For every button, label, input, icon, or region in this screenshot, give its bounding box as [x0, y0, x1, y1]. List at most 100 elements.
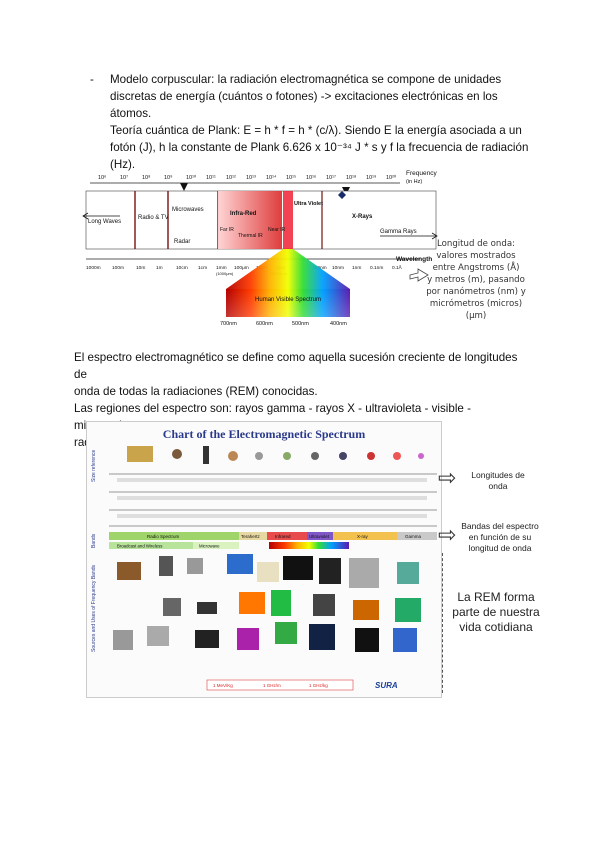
right-arrow-icon: ⇨	[438, 522, 457, 547]
freq-tick: 10⁸	[142, 174, 150, 181]
paragraph-line: Modelo corpuscular: la radiación electro…	[110, 73, 502, 86]
thermal-image-icon	[283, 556, 313, 580]
region-label: Radar	[174, 239, 190, 245]
em-spectrum-diagram: 10⁶ 10⁷ 10⁸ 10⁹ 10¹⁰ 10¹¹ 10¹² 10¹³ 10¹⁴…	[80, 163, 540, 333]
band-xray	[333, 532, 397, 540]
wireless-router-icon	[197, 602, 217, 614]
chart-poster-svg: Chart of the Electromagnetic Spectrum Si…	[91, 427, 437, 691]
note-line: micrómetros (micros)	[429, 299, 523, 309]
cellphone-icon	[159, 556, 173, 576]
freq-tick: 10²⁰	[386, 174, 397, 181]
band-label: Microwave	[199, 544, 220, 549]
frequency-label: Frequency	[406, 170, 437, 177]
region-label: Radio & TV	[138, 215, 169, 221]
left-label: Sources and Uses of Frequency Bands	[91, 565, 97, 652]
band-broadcast	[109, 542, 193, 549]
brain-scan-icon	[393, 628, 417, 652]
freq-tick: 10¹⁸	[346, 174, 356, 181]
freq-tick: 10⁹	[164, 174, 172, 181]
tv-icon	[163, 598, 181, 616]
band-label: Ultraviolet	[309, 534, 330, 539]
left-label: Size reference	[91, 450, 97, 482]
molecule-icon	[367, 452, 375, 460]
astronomy-icon	[275, 622, 297, 644]
football-field-icon	[127, 446, 153, 462]
region-label: Ultra Violet	[294, 201, 323, 207]
paragraph-line: (Hz).	[110, 158, 136, 171]
band-infrared	[267, 532, 307, 540]
region-label: Near IR	[268, 227, 286, 233]
annotation-bands: Bandas del espectro en función de su lon…	[461, 521, 539, 553]
visible-tick: 500nm	[292, 321, 309, 327]
radio-icon	[117, 562, 141, 580]
wavelength-tick: 100m	[112, 265, 124, 271]
left-label: Bands	[91, 533, 97, 548]
sura-logo: SURA	[375, 681, 398, 690]
freq-tick: 10¹¹	[206, 175, 216, 181]
bullet-dash: -	[90, 73, 94, 86]
wavelength-tick: 100μm	[234, 265, 249, 271]
corpuscular-model-paragraph: Modelo corpuscular: la radiación electro…	[110, 71, 530, 173]
mri-icon	[113, 630, 133, 650]
protein-icon	[339, 452, 347, 460]
right-arrow-icon	[431, 232, 438, 240]
paragraph-line: fotón (J), h la constante de Plank 6.626…	[110, 141, 529, 154]
freq-tick: 10¹⁷	[326, 174, 336, 181]
wavelength-tick: 10cm	[176, 265, 188, 271]
band-visible	[269, 542, 349, 549]
region-label: Infra-Red	[230, 211, 257, 217]
band-label: Radio Spectrum	[147, 534, 180, 539]
wavelength-tick: 1mm	[216, 265, 227, 271]
annotation-bracket	[432, 553, 443, 693]
note-line: por nanómetros (nm) y	[426, 287, 526, 297]
satellite-dish-icon	[187, 558, 203, 574]
dental-xray-icon	[313, 594, 335, 616]
virus-icon	[311, 452, 319, 460]
paragraph-line: El espectro electromagnético se define c…	[74, 351, 518, 381]
legend-item: 1 MeV/Kg	[213, 683, 233, 688]
frequency-unit: (in Hz)	[406, 179, 422, 185]
note-line: y metros (m), pasando	[427, 275, 525, 285]
visible-tick: 400nm	[330, 321, 347, 327]
note-line: valores mostrados	[436, 251, 516, 261]
crystallography-icon	[353, 600, 379, 620]
remote-icon	[271, 590, 291, 616]
wavelength-tick: 1m	[156, 265, 163, 271]
night-vision-icon	[237, 628, 259, 650]
em-spectrum-svg: 10⁶ 10⁷ 10⁸ 10⁹ 10¹⁰ 10¹¹ 10¹² 10¹³ 10¹⁴…	[82, 170, 438, 327]
sun-uv-icon	[309, 624, 335, 650]
wavelength-tick: 10m	[136, 265, 145, 271]
wavelength-tick: 10nm	[332, 265, 344, 271]
region-label: Thermal IR	[238, 233, 263, 239]
right-arrow-icon: ⇨	[438, 465, 457, 490]
wavelength-tick: 0.1nm	[370, 265, 383, 271]
chart-title: Chart of the Electromagnetic Spectrum	[163, 427, 365, 441]
band-microwave	[193, 542, 239, 549]
paragraph-line: Teoría cuántica de Plank: E = h * f = h …	[110, 124, 522, 137]
crab-nebula-icon	[355, 628, 379, 652]
freq-tick: 10¹⁵	[286, 174, 296, 181]
xray-image-icon	[349, 558, 379, 588]
wavelength-tick: 0.1Å	[392, 264, 403, 271]
freq-tick: 10¹⁴	[266, 174, 277, 181]
person-icon	[203, 446, 209, 464]
ultrasound-icon	[147, 626, 169, 646]
pointer-arrow-icon	[409, 268, 429, 282]
wavelength-tick: 1cm	[198, 265, 207, 271]
band-label: Gamma	[405, 534, 422, 539]
visible-spectrum-label: Human Visible Spectrum	[255, 297, 321, 303]
legend-item: 1 GHz/m	[263, 683, 281, 688]
annotation-daily-life: La REM forma parte de nuestra vida cotid…	[452, 590, 540, 634]
band-label: Broadcast and Wireless	[117, 544, 162, 549]
uv-lamp-icon	[319, 558, 341, 584]
cell-icon	[255, 452, 263, 460]
freq-tick: 10⁶	[98, 174, 106, 181]
region-label: Far IR	[220, 227, 234, 233]
pet-scan-icon	[395, 598, 421, 622]
freq-tick: 10¹²	[226, 175, 236, 181]
region-label: X-Rays	[352, 214, 373, 220]
infrared-image-icon	[239, 592, 265, 614]
visible-tick: 700nm	[220, 321, 237, 327]
wavelength-label: Wavelength	[396, 256, 432, 263]
note-line: (μm)	[465, 311, 487, 321]
